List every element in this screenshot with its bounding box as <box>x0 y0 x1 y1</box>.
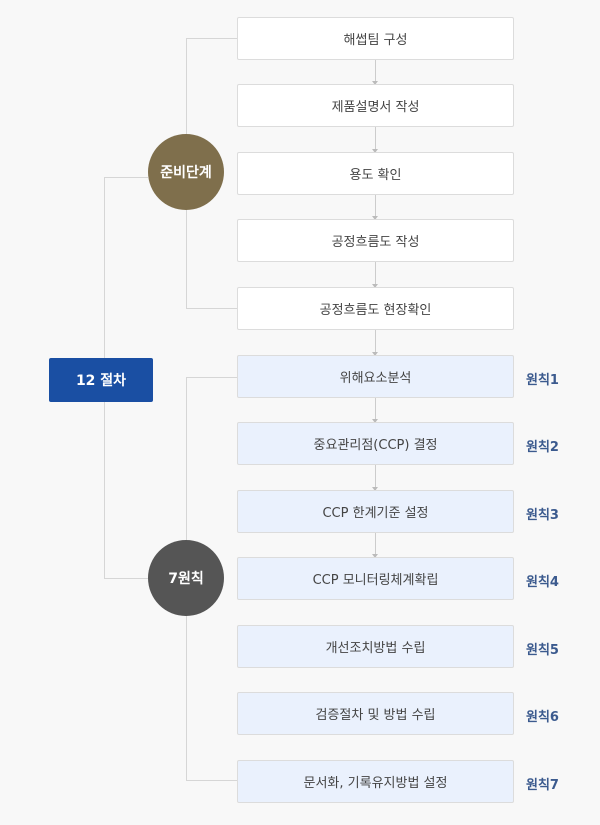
step-box: 검증절차 및 방법 수립 <box>237 692 514 735</box>
arrow-down-icon <box>372 262 378 288</box>
step-box: 공정흐름도 작성 <box>237 219 514 262</box>
arrow-down-icon <box>372 330 378 356</box>
step-box: 제품설명서 작성 <box>237 84 514 127</box>
root-12-procedures: 12 절차 <box>49 358 153 402</box>
arrow-down-icon <box>372 398 378 423</box>
principle-label: 원칙5 <box>526 643 559 658</box>
step-box: 해썹팀 구성 <box>237 17 514 60</box>
arrow-down-icon <box>372 195 378 220</box>
step-box: 중요관리점(CCP) 결정 <box>237 422 514 465</box>
step-box: 공정흐름도 현장확인 <box>237 287 514 330</box>
arrow-down-icon <box>372 127 378 153</box>
connector <box>186 377 237 378</box>
arrow-down-icon <box>372 60 378 85</box>
step-box: 문서화, 기록유지방법 설정 <box>237 760 514 803</box>
principle-label: 원칙7 <box>526 778 559 793</box>
principle-label: 원칙2 <box>526 440 559 455</box>
step-box: CCP 한계기준 설정 <box>237 490 514 533</box>
connector <box>104 177 148 178</box>
connector <box>186 308 237 309</box>
step-box: 개선조치방법 수립 <box>237 625 514 668</box>
group-prep-stage: 준비단계 <box>148 134 224 210</box>
connector <box>186 38 237 39</box>
arrow-down-icon <box>372 533 378 558</box>
group-7-principles: 7원칙 <box>148 540 224 616</box>
principle-label: 원칙6 <box>526 710 559 725</box>
principle-label: 원칙1 <box>526 373 559 388</box>
connector <box>186 780 237 781</box>
step-box: 용도 확인 <box>237 152 514 195</box>
principle-label: 원칙3 <box>526 508 559 523</box>
step-box: CCP 모니터링체계확립 <box>237 557 514 600</box>
arrow-down-icon <box>372 465 378 491</box>
principle-label: 원칙4 <box>526 575 559 590</box>
step-box: 위해요소분석 <box>237 355 514 398</box>
connector <box>104 578 148 579</box>
